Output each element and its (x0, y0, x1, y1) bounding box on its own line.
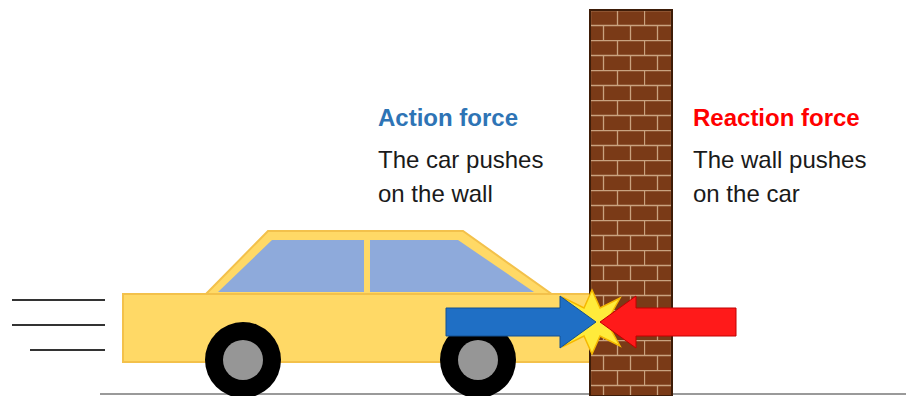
action-arrow (446, 296, 596, 348)
reaction-arrow (600, 296, 736, 348)
force-description: The wall pushes on the car (693, 143, 878, 211)
speed-lines (12, 300, 105, 350)
ground-line (100, 393, 906, 395)
force-description: The car pushes on the wall (378, 143, 563, 211)
force-heading: Action force (378, 101, 578, 135)
force-heading: Reaction force (693, 101, 903, 135)
